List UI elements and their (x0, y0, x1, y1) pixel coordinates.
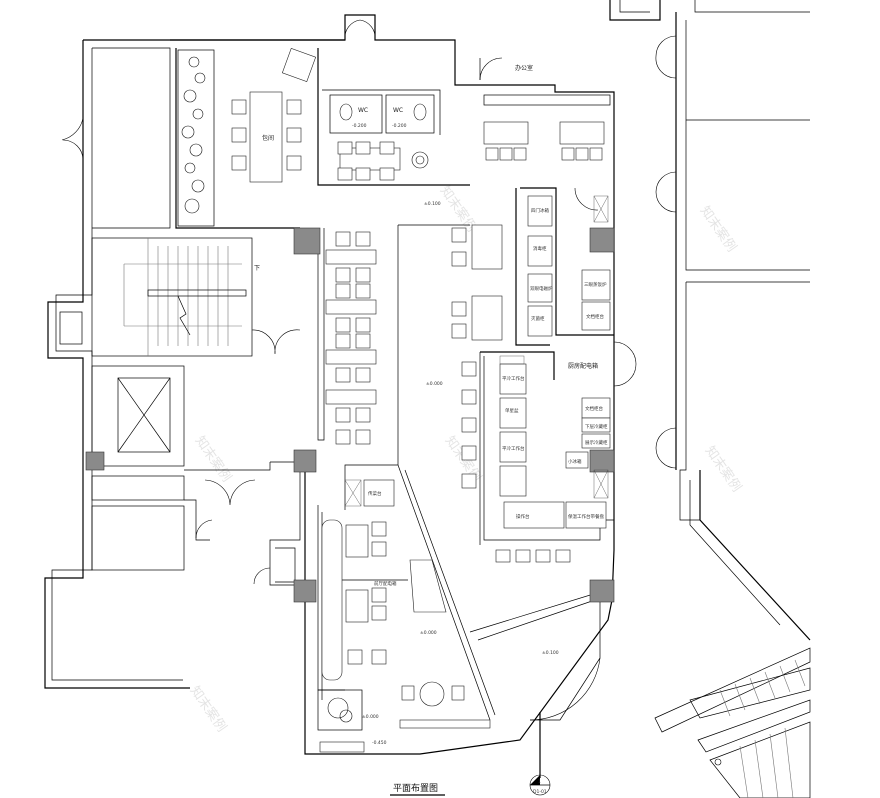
equipment-label: 下层冷藏柜 (585, 423, 608, 430)
equipment-label: 四门冰箱 (531, 207, 549, 214)
equipment-label: 平冷工作台 (502, 375, 525, 382)
equipment-label: 保温工作台带餐盘 (568, 513, 604, 520)
pass-table-label: 传菜台 (368, 490, 382, 497)
equipment-label: 文档柜台 (586, 313, 604, 320)
room-label-front-power: 前厅配电箱 (374, 580, 397, 587)
equipment-label: 单星盆 (505, 407, 519, 414)
building-outline: 下 (44, 39, 345, 689)
kitchen: 四门冰箱 消毒柜 三眼蒸饭炉 双眼电磁炉 灭菌柜 文档柜台 厨房配电箱 平冷工作… (499, 195, 611, 529)
equipment-label: 小冰箱 (568, 458, 582, 465)
watermark: 知末案例 (702, 443, 745, 495)
equipment-label: 消毒柜 (533, 245, 547, 252)
planter (177, 49, 215, 227)
elevation-label: ±0.000 (362, 714, 379, 720)
stair-direction-label: 下 (254, 265, 260, 272)
section-sheet: D1-01 (533, 789, 547, 795)
equipment-label: 文档柜台 (585, 405, 603, 412)
elevation-label: -0.200 (352, 123, 367, 129)
elevation-label: -0.200 (392, 123, 407, 129)
drawing-title: 平面布置图 (390, 782, 445, 796)
room-label-kitchen-power: 厨房配电箱 (568, 362, 598, 370)
equipment-label: 三眼蒸饭炉 (584, 281, 607, 288)
room-label-dining: 包间 (262, 134, 274, 142)
watermark: 知末案例 (697, 203, 740, 255)
room-label-office: 办公室 (515, 64, 533, 72)
equipment-label: 灭菌柜 (531, 315, 545, 322)
plan-title: 平面布置图 (393, 782, 438, 794)
equipment-label: 双眼电磁炉 (530, 285, 553, 292)
dining-room: 包间 (231, 47, 317, 183)
wc-label-a: WC (358, 107, 368, 114)
structural-columns (293, 227, 615, 603)
elevation-label: ±0.000 (426, 381, 443, 387)
banquette-seating (325, 231, 377, 445)
office: 办公室 (483, 64, 611, 161)
equipment-label: 操作台 (516, 513, 530, 520)
equipment-label: 平冷工作台 (502, 445, 525, 452)
restaurant-walls (170, 14, 637, 755)
wc-label-b: WC (393, 107, 403, 114)
elevation-label: ±0.100 (542, 650, 559, 656)
equipment-label: 展示冷藏柜 (585, 439, 608, 446)
elevation-label: ±0.100 (424, 201, 441, 207)
right-surroundings (609, 0, 811, 798)
elevation-label: -0.450 (372, 740, 387, 746)
watermark: 知末案例 (192, 433, 235, 485)
escalator (654, 647, 811, 798)
section-marker: 1 D1-01 (529, 712, 551, 796)
booth-seating-top (337, 141, 429, 181)
watermark: 知末案例 (187, 683, 230, 735)
restrooms: WC WC -0.200 -0.200 ±0.100 (339, 103, 441, 207)
section-number: 1 (538, 779, 541, 785)
lower-dining: 传菜台 前厅配电箱 ±0.000 ±0.000 -0.450 ±0.100 (317, 479, 559, 753)
elevation-label: ±0.000 (420, 630, 437, 636)
central-tables: ±0.000 (426, 224, 571, 563)
